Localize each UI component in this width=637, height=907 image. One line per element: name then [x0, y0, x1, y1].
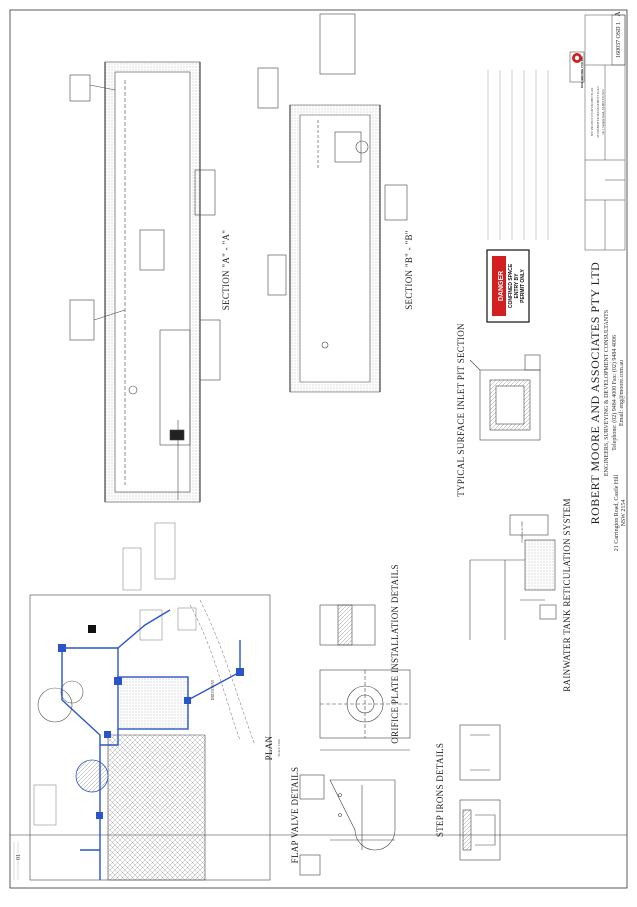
kerb-outlet-pit [88, 625, 96, 633]
tree-icon [37, 687, 73, 723]
step-irons-detail [459, 724, 501, 861]
sheet-border [9, 9, 628, 889]
inlet-pit-title: TYPICAL SURFACE INLET PIT SECTION [456, 323, 466, 497]
section-b-title: SECTION "B" - "B" [404, 230, 414, 310]
firm-address: 21 Carrington Road, Castle Hill [614, 474, 620, 551]
inlet-pit-detail [469, 354, 541, 441]
revision-letter: A [614, 11, 622, 16]
flap-valve-detail [299, 774, 396, 876]
danger-sign-line-2: ENTRY BY [514, 273, 520, 299]
firm-email: Email: eng@moore.com.au [619, 360, 625, 426]
tree-icon [60, 680, 84, 704]
stormwater-pits [58, 644, 244, 819]
project-label: SEE PROJECT ON ATTACHED PLAN [590, 87, 594, 136]
driveway-label: DRIVEWAY [210, 679, 215, 700]
site-address: No 1 Sample Road, SAMPLETOWN [601, 89, 606, 135]
plan-callouts [33, 522, 197, 826]
rainwater-tank-icon [75, 759, 109, 793]
flap-valve-title: FLAP VALVE DETAILS [290, 767, 300, 864]
section-a-title: SECTION "A" - "A" [221, 230, 231, 311]
osd-tank [117, 676, 189, 730]
general-notes [487, 70, 549, 240]
drawing-title: STORMWATER MANAGEMENT PLAN [596, 86, 600, 138]
bottom-notes [13, 842, 19, 880]
firm-phone: Telephone: (02) 9484 4000 Fax: (02) 9484… [611, 335, 618, 451]
section-b-detail [257, 13, 408, 393]
title-block [584, 14, 626, 251]
firm-discipline: ENGINEERS, SURVEYING & DEVELOPMENT CONSU… [604, 310, 610, 476]
dial-before-you-dig-label: DIAL BEFORE YOU DIG [580, 56, 584, 87]
firm-state: NSW 2154 [621, 500, 627, 527]
step-irons-title: STEP IRONS DETAILS [435, 743, 445, 837]
dial-before-you-dig-logo [569, 51, 585, 83]
plan-scale: SCALE 1:100 [277, 739, 281, 757]
danger-sign-line-1: CONFINED SPACE [508, 263, 514, 308]
page-number: 01 [16, 854, 22, 860]
plan-title: PLAN [264, 735, 274, 760]
overflow-label: Overflow to OSD [520, 521, 524, 543]
firm-name: ROBERT MOORE AND ASSOCIATES PTY LTD [588, 262, 602, 525]
site-plan: DRIVEWAY [29, 522, 271, 881]
danger-sign-header: DANGER [498, 271, 505, 301]
drawing-number: 160037 OSD 1 [616, 22, 622, 58]
rainwater-title: RAINWATER TANK RETICULATION SYSTEM [562, 498, 572, 692]
building-footprint [107, 734, 206, 881]
danger-sign-line-3: PERMIT ONLY [520, 268, 526, 302]
danger-sign: DANGER CONFINED SPACE ENTRY BY PERMIT ON… [486, 249, 530, 323]
rainwater-reticulation-detail [469, 514, 557, 640]
orifice-plate-detail [319, 604, 411, 751]
section-a-detail [69, 61, 221, 503]
orifice-plate-title: ORIFICE PLATE INSTALLATION DETAILS [390, 564, 400, 744]
firm-block: ROBERT MOORE AND ASSOCIATES PTY LTD ENGI… [588, 262, 627, 552]
